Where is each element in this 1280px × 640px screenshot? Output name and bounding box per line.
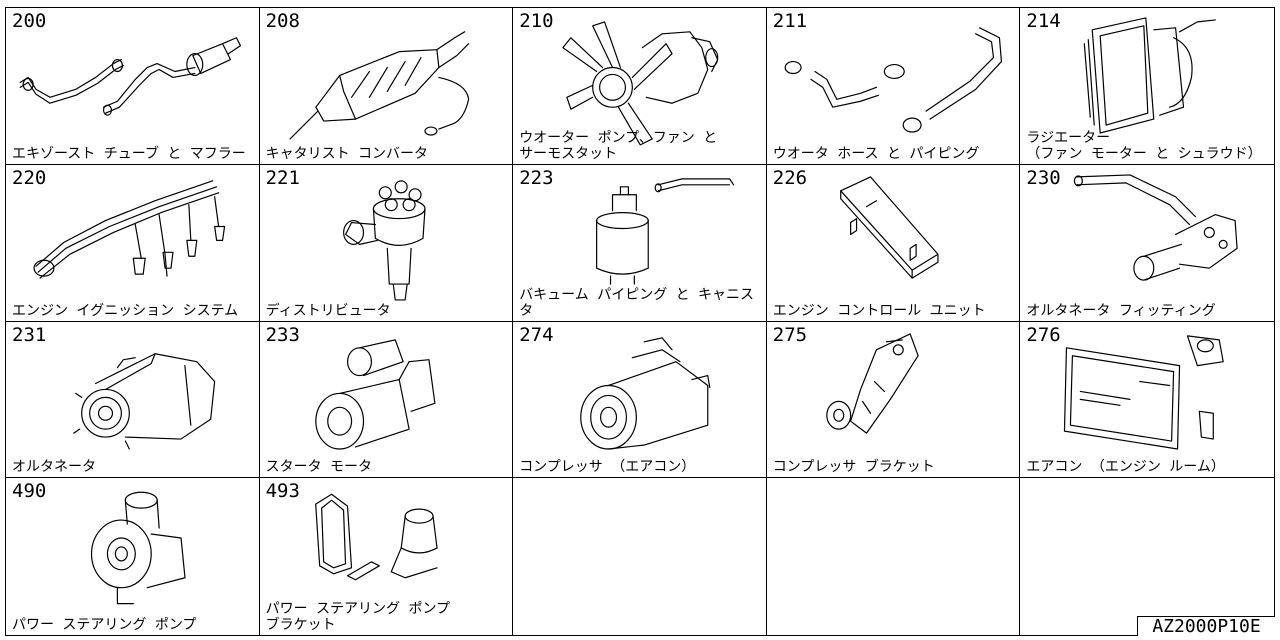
part-label: スタータ モータ xyxy=(265,459,373,476)
part-code: 231 xyxy=(12,323,47,346)
distributor-icon xyxy=(342,180,426,301)
part-label: キャタリスト コンバータ xyxy=(265,145,429,162)
water-pump-fan-icon xyxy=(562,21,719,146)
part-code: 200 xyxy=(12,10,47,32)
part-cell-200[interactable]: 200 エキゾースト チューブ と マフラー xyxy=(6,8,260,165)
part-label: エンジン イグニッション システム xyxy=(12,302,239,319)
part-label: ウオーター ポンプ、ファン と サーモスタット xyxy=(519,129,718,162)
empty-cell xyxy=(513,478,767,635)
part-cell-275[interactable]: 275 コンプレッサ ブラケット xyxy=(766,321,1021,479)
vacuum-canister-icon xyxy=(596,178,735,285)
part-label: オルタネータ xyxy=(12,459,96,476)
part-code: 210 xyxy=(519,10,554,32)
ecu-icon xyxy=(839,176,939,279)
alternator-icon xyxy=(73,352,216,450)
part-cell-226[interactable]: 226 エンジン コントロール ユニット xyxy=(766,164,1021,322)
part-label: コンプレッサ ブラケット xyxy=(772,459,935,476)
part-cell-208[interactable]: 208 キャタリスト コンバータ xyxy=(259,8,514,165)
part-label: エアコン （エンジン ルーム） xyxy=(1026,459,1225,476)
part-cell-490[interactable]: 490 パワー ステアリング ポンプ xyxy=(6,478,260,635)
condenser-icon xyxy=(1064,334,1225,450)
part-label: エキゾースト チューブ と マフラー xyxy=(12,145,246,162)
reference-code: AZ2000P10E xyxy=(1137,616,1275,636)
part-code: 220 xyxy=(12,166,47,189)
radiator-icon xyxy=(1084,17,1217,134)
alternator-bracket-icon xyxy=(1074,174,1239,281)
part-code: 208 xyxy=(265,10,300,32)
empty-cell xyxy=(1020,478,1274,635)
part-label: パワー ステアリング ポンプ xyxy=(12,617,197,633)
water-hose-icon xyxy=(784,27,1002,133)
part-cell-276[interactable]: 276 エアコン （エンジン ルーム） xyxy=(1020,322,1274,479)
part-code: 226 xyxy=(772,166,808,189)
part-cell-211[interactable]: 211 ウオータ ホース と パイピング xyxy=(766,8,1021,165)
part-label: パワー ステアリング ポンプ ブラケット xyxy=(265,601,451,633)
part-code: 274 xyxy=(519,323,554,346)
part-cell-210[interactable]: 210 ウオーター ポンプ、ファン と サーモスタット xyxy=(513,8,767,165)
part-code: 276 xyxy=(1026,323,1061,346)
starter-motor-icon xyxy=(314,338,436,450)
part-code: 233 xyxy=(265,323,300,346)
part-cell-493[interactable]: 493 パワー ステアリング ポンプ ブラケット xyxy=(260,478,514,635)
ps-pump-bracket-icon xyxy=(314,493,438,581)
part-cell-221[interactable]: 221 ディストリビュータ xyxy=(259,164,514,322)
part-label: コンプレッサ （エアコン） xyxy=(519,459,696,476)
part-cell-230[interactable]: 230 オルタネータ フィッティング xyxy=(1020,165,1274,322)
part-label: ラジエーター （ファン モーター と シュラウド） xyxy=(1026,129,1262,162)
part-code: 223 xyxy=(519,166,554,189)
ac-compressor-icon xyxy=(580,336,711,450)
ignition-wires-icon xyxy=(33,180,226,279)
part-code: 490 xyxy=(12,480,47,503)
part-label: エンジン コントロール ユニット xyxy=(772,302,986,319)
part-cell-220[interactable]: 220 エンジン イグニッション システム xyxy=(6,164,260,322)
part-cell-274[interactable]: 274 コンプレッサ （エアコン） xyxy=(513,321,767,479)
part-label: ディストリビュータ xyxy=(265,302,391,319)
empty-cell xyxy=(767,478,1021,635)
part-label: バキューム パイピング と キャニスタ xyxy=(519,286,755,319)
part-cell-231[interactable]: 231 オルタネータ xyxy=(6,321,260,479)
part-cell-233[interactable]: 233 スタータ モータ xyxy=(259,321,514,479)
part-cell-214[interactable]: 214 ラジエーター （ファン モーター と シュラウド） xyxy=(1020,8,1274,165)
part-code: 211 xyxy=(772,10,808,32)
catalytic-converter-icon xyxy=(289,31,469,140)
part-cell-223[interactable]: 223 バキューム パイピング と キャニスタ xyxy=(513,164,767,322)
compressor-bracket-icon xyxy=(826,332,919,434)
part-code: 221 xyxy=(265,166,300,189)
part-code: 275 xyxy=(772,323,808,346)
part-code: 214 xyxy=(1026,10,1061,32)
part-code: 230 xyxy=(1026,166,1061,189)
exhaust-muffler-icon xyxy=(19,37,242,116)
part-code: 493 xyxy=(265,480,300,503)
ps-pump-icon xyxy=(90,491,186,605)
part-label: オルタネータ フィッティング xyxy=(1026,302,1216,319)
parts-index-grid: 200 エキゾースト チューブ と マフラー 208 キャタリスト コンバータ xyxy=(5,7,1275,636)
part-label: ウオータ ホース と パイピング xyxy=(772,145,980,162)
